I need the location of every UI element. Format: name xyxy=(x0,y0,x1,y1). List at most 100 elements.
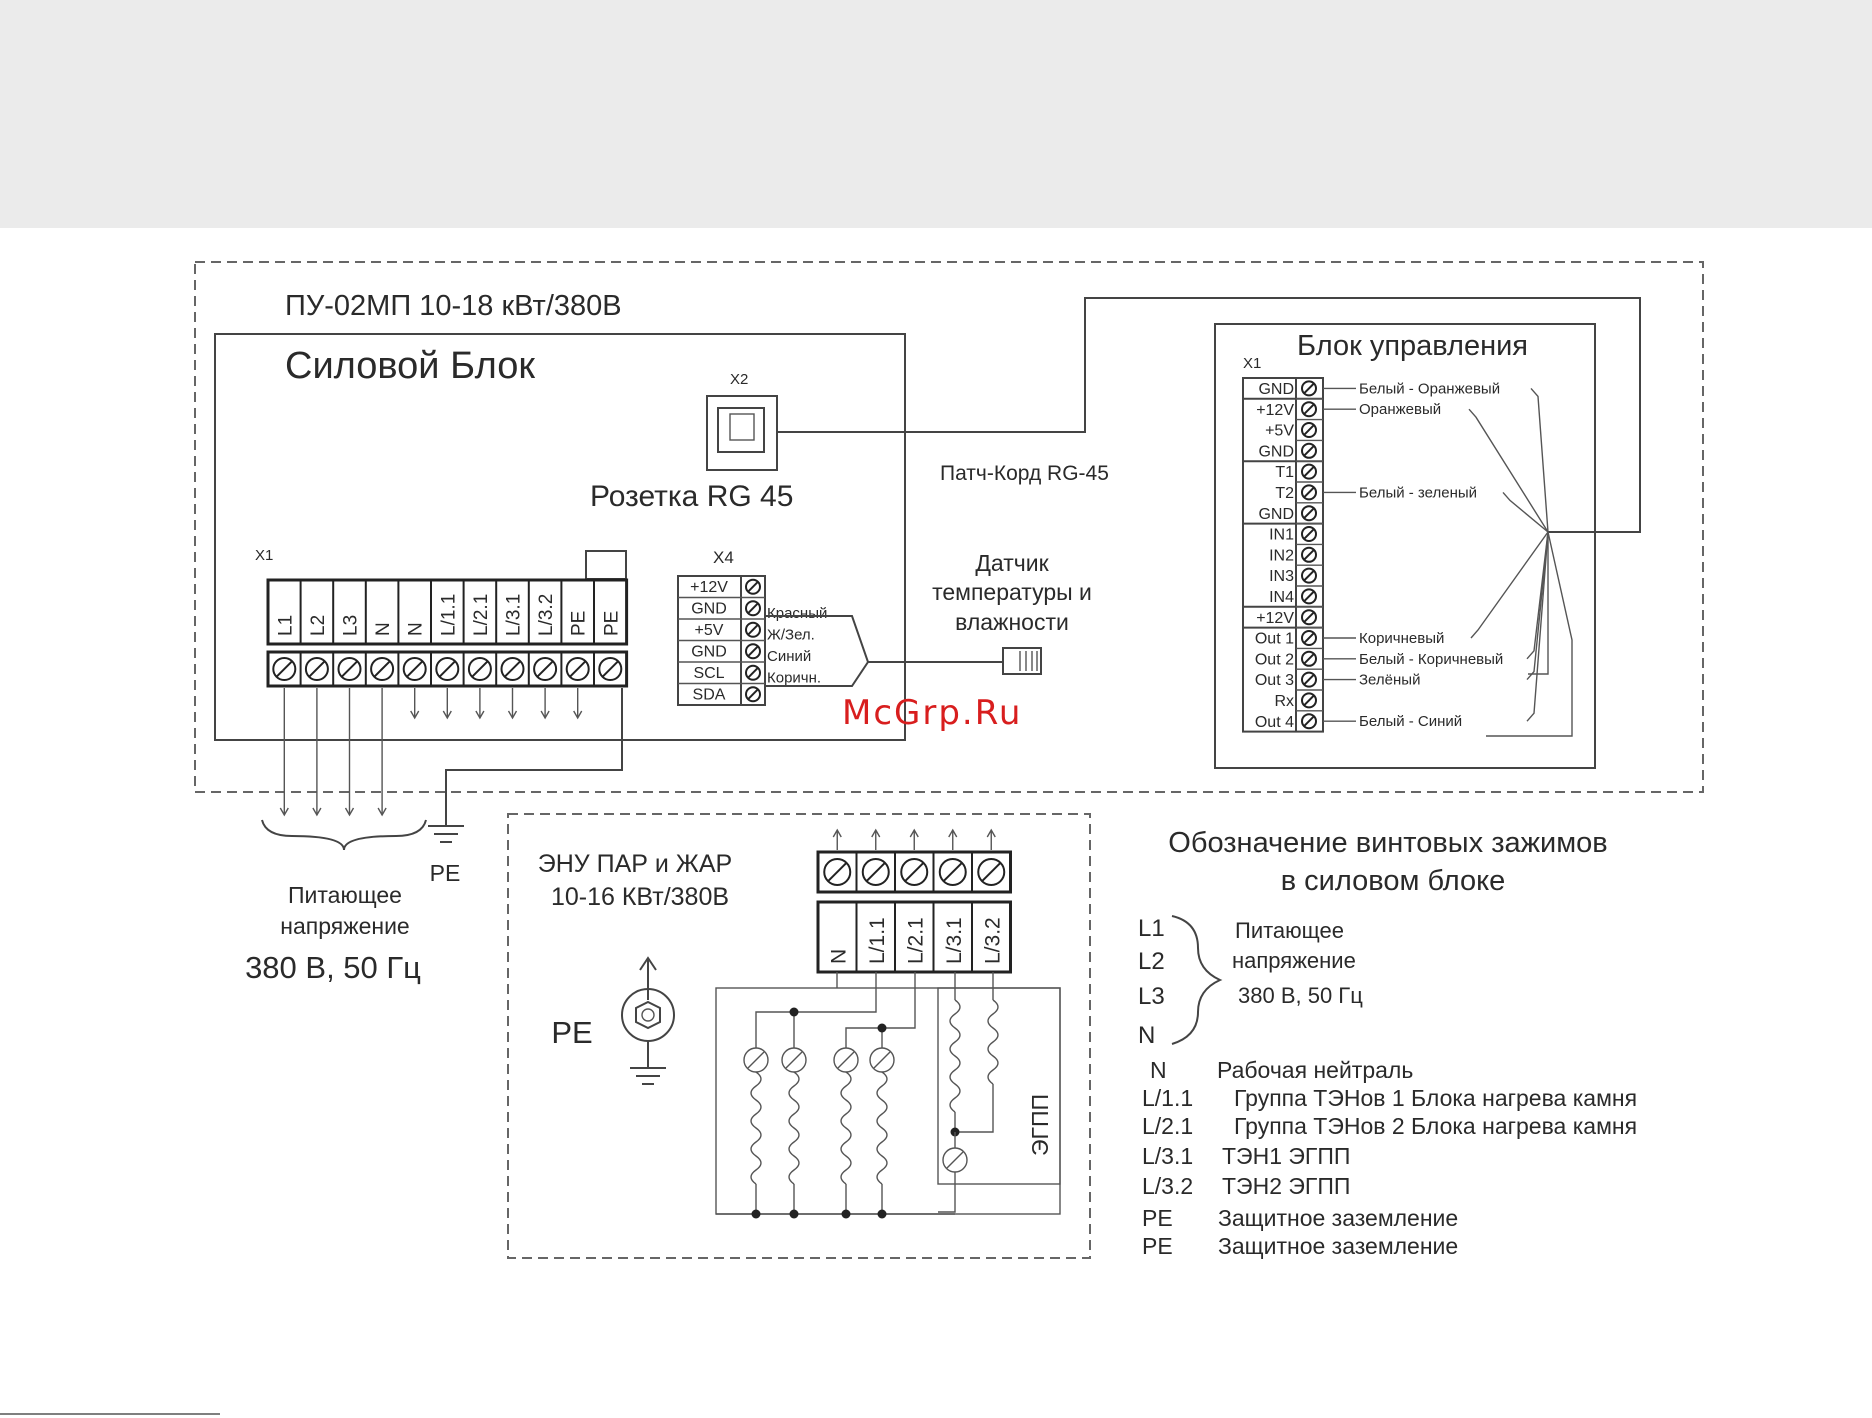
control-pin-label: Rx xyxy=(1274,693,1294,710)
screw-terminal-icon xyxy=(823,858,852,886)
control-pin-label: +5V xyxy=(1265,423,1294,440)
legend-row-code: N xyxy=(1150,1057,1167,1083)
x2-label: X2 xyxy=(730,371,748,388)
x4-pin-label: +5V xyxy=(695,622,724,639)
x4-label: X4 xyxy=(713,548,734,567)
legend-row-code: L/2.1 xyxy=(1142,1113,1193,1139)
screw-terminal-icon xyxy=(565,657,590,681)
sensor-label-2: температуры и xyxy=(932,579,1092,605)
legend-title-1: Обозначение винтовых зажимов xyxy=(1168,827,1607,859)
control-block-title: Блок управления xyxy=(1297,330,1528,362)
supply-wiring xyxy=(279,688,387,817)
screw-terminal-icon xyxy=(745,664,761,681)
legend-row-desc: Группа ТЭНов 1 Блока нагрева камня xyxy=(1234,1085,1637,1111)
screw-terminal-icon xyxy=(337,657,362,681)
x1-terminal-label: N xyxy=(373,622,394,636)
screw-terminal-icon xyxy=(435,657,460,681)
supply-label-1: Питающее xyxy=(288,882,402,908)
control-pin-label: Out 4 xyxy=(1255,714,1294,731)
control-pin-label: +12V xyxy=(1256,402,1294,419)
legend-row-code: L/3.1 xyxy=(1142,1143,1193,1169)
screw-terminal-icon xyxy=(745,578,761,595)
sensor-label-1: Датчик xyxy=(975,550,1049,576)
heater-title-2: 10-16 КВт/380В xyxy=(551,883,729,911)
watermark: McGrp.Ru xyxy=(842,693,1022,733)
legend-supply-code: L3 xyxy=(1138,983,1165,1010)
legend-row-code: L/3.2 xyxy=(1142,1173,1193,1199)
screw-terminal-icon xyxy=(1301,463,1317,480)
x4-wire-label: Коричн. xyxy=(767,670,821,687)
screw-terminal-icon xyxy=(1301,442,1317,459)
screw-terminal-icon xyxy=(1301,692,1317,709)
x1-label: X1 xyxy=(255,547,273,564)
x1-terminal-label: L/2.1 xyxy=(471,594,492,636)
screw-terminal-icon xyxy=(1301,713,1317,730)
control-pin-label: GND xyxy=(1258,381,1294,398)
heater-pe-label: PE xyxy=(551,1015,592,1050)
outer-title: ПУ-02МП 10-18 кВт/380В xyxy=(285,290,622,322)
legend-row-desc: Защитное заземление xyxy=(1218,1233,1458,1259)
screw-terminal-icon xyxy=(1301,630,1317,646)
x4-connector: +12VGND+5VGNDSCLSDAКрасныйЖ/Зел.СинийКор… xyxy=(677,575,827,706)
egpp-label: ЭГПП xyxy=(1027,1094,1053,1156)
x1-terminal-label: L1 xyxy=(275,615,296,636)
x4-pin-label: SCL xyxy=(693,665,724,682)
x1-terminal-label: N xyxy=(406,622,427,636)
heater-title-1: ЭНУ ПАР и ЖАР xyxy=(538,850,732,878)
control-pin-label: T1 xyxy=(1275,464,1294,481)
x1-terminal-label: PE xyxy=(601,611,622,636)
control-wire-label: Коричневый xyxy=(1359,630,1444,647)
control-pin-label: GND xyxy=(1258,506,1294,523)
heater-dashed-frame xyxy=(507,813,1091,1259)
screw-terminal-icon xyxy=(1301,422,1317,438)
legend-row-desc: ТЭН1 ЭГПП xyxy=(1222,1143,1350,1169)
control-block-frame xyxy=(1214,323,1596,769)
sensor-label-3: влажности xyxy=(955,609,1069,635)
pe-stud-icon xyxy=(621,956,675,1085)
supply-brace xyxy=(261,819,427,851)
heater-circuit xyxy=(715,972,1061,1219)
legend-row-code: PE xyxy=(1142,1205,1173,1231)
screw-terminal-icon xyxy=(402,657,427,681)
screw-terminal-icon xyxy=(938,858,967,886)
x1-terminal-label: L2 xyxy=(308,615,329,636)
patch-cord-label: Патч-Корд RG-45 xyxy=(940,462,1109,485)
legend-row-desc: Группа ТЭНов 2 Блока нагрева камня xyxy=(1234,1113,1637,1139)
outer-dashed-frame xyxy=(194,261,1704,793)
x4-pin-label: +12V xyxy=(690,579,728,596)
x4-wire-label: Синий xyxy=(767,648,811,665)
screw-terminal-icon xyxy=(861,858,890,886)
screw-terminal-icon xyxy=(1301,526,1317,542)
screw-terminal-icon xyxy=(977,858,1006,886)
legend-row-desc: Рабочая нейтраль xyxy=(1217,1057,1413,1083)
control-pin-label: IN4 xyxy=(1269,589,1294,606)
screw-terminal-icon xyxy=(1301,588,1317,605)
control-pin-label: +12V xyxy=(1256,610,1294,627)
screw-terminal-icon xyxy=(1301,609,1317,626)
screw-terminal-icon xyxy=(745,643,761,660)
control-x1-label: X1 xyxy=(1243,355,1261,372)
screw-terminal-icon xyxy=(598,657,623,681)
x1-terminal-label: L/3.1 xyxy=(504,594,525,636)
legend-title-2: в силовом блоке xyxy=(1281,865,1506,897)
x1-terminal-label: L/1.1 xyxy=(438,594,459,636)
screw-terminal-icon xyxy=(500,657,525,681)
pe-wire xyxy=(445,688,623,825)
heater-terminal-label: L/3.1 xyxy=(943,917,966,964)
x4-wire-label: Красный xyxy=(767,605,827,622)
screw-terminal-icon xyxy=(745,600,761,617)
control-wire-label: Белый - Синий xyxy=(1359,713,1462,730)
legend-supply-text: Питающее xyxy=(1235,918,1344,943)
top-band xyxy=(0,0,1872,228)
control-pin-label: Out 2 xyxy=(1255,651,1294,668)
legend-brace xyxy=(1171,915,1223,1045)
x4-pin-label: GND xyxy=(691,644,727,661)
screw-terminal-icon xyxy=(745,686,761,703)
screw-terminal-icon xyxy=(1301,484,1317,501)
screw-terminal-icon xyxy=(1301,505,1317,522)
screw-terminal-icon xyxy=(1301,650,1317,667)
control-pin-label: IN1 xyxy=(1269,527,1294,544)
power-block-frame xyxy=(214,333,906,741)
